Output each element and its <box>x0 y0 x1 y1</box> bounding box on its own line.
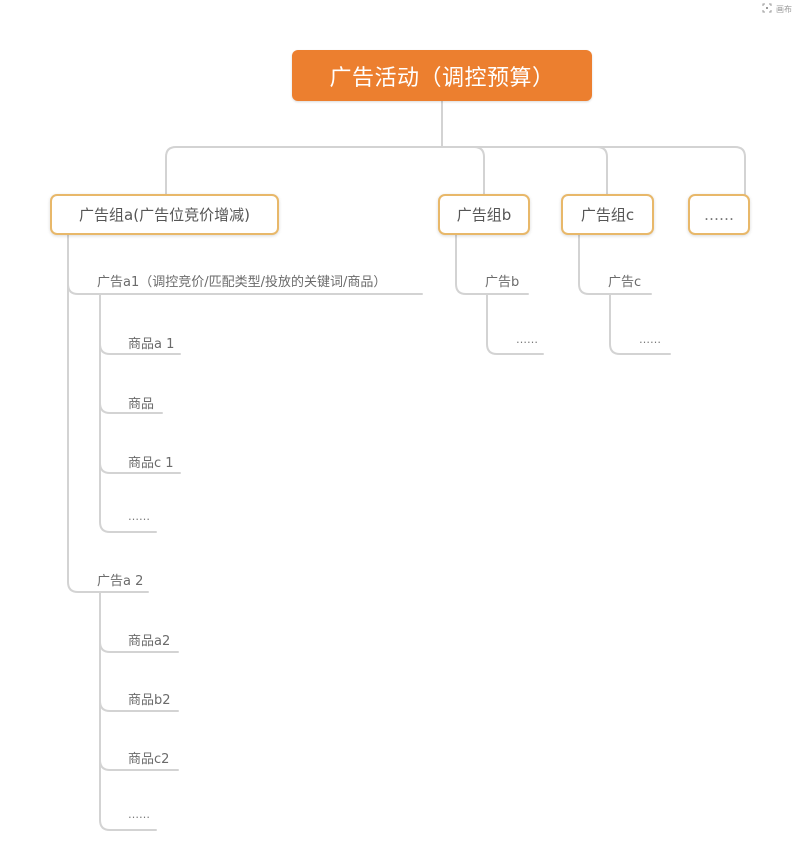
group-node-label: …… <box>704 205 734 224</box>
group-node-more[interactable]: …… <box>688 194 750 235</box>
product-node[interactable]: 商品c2 <box>128 752 170 767</box>
product-node-more[interactable]: …… <box>128 808 150 821</box>
product-node-more[interactable]: …… <box>516 333 538 346</box>
root-node-label: 广告活动（调控预算） <box>329 65 555 91</box>
root-node[interactable]: 广告活动（调控预算） <box>292 50 592 101</box>
canvas-layout-label: 画布 <box>776 4 792 14</box>
group-node-label: 广告组b <box>456 206 512 224</box>
product-node-more[interactable]: …… <box>639 333 661 346</box>
product-node[interactable]: 商品c 1 <box>128 456 174 471</box>
ad-node-a2[interactable]: 广告a 2 <box>97 574 144 589</box>
group-node-label: 广告组c <box>580 206 635 224</box>
product-node[interactable]: 商品a 1 <box>128 337 175 352</box>
group-node-a[interactable]: 广告组a(广告位竞价增减) <box>50 194 279 235</box>
ad-node-c[interactable]: 广告c <box>608 275 642 290</box>
canvas-layout-button[interactable]: 画布 <box>762 3 792 15</box>
product-node[interactable]: 商品a2 <box>128 634 171 649</box>
product-node[interactable]: 商品b2 <box>128 693 171 708</box>
group-node-c[interactable]: 广告组c <box>561 194 654 235</box>
product-node-more[interactable]: …… <box>128 510 150 523</box>
group-node-label: 广告组a(广告位竞价增减) <box>79 206 250 224</box>
group-node-b[interactable]: 广告组b <box>438 194 530 235</box>
fit-layout-icon <box>762 3 772 15</box>
ad-node-b[interactable]: 广告b <box>485 275 520 290</box>
ad-node-a1[interactable]: 广告a1（调控竞价/匹配类型/投放的关键词/商品） <box>97 275 387 290</box>
product-node[interactable]: 商品 <box>128 397 155 412</box>
